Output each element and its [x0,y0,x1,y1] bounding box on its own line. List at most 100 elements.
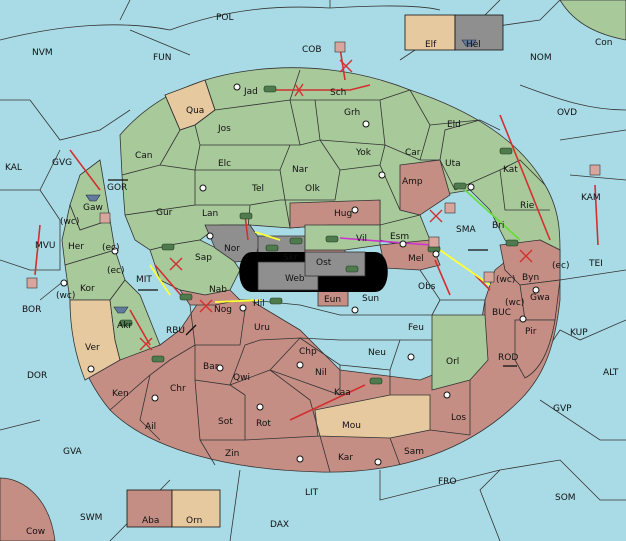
province-label[interactable]: Cow [26,527,45,537]
province-label[interactable]: Eld [447,120,461,130]
province-label[interactable]: Hug [334,209,352,219]
province-label[interactable]: Ost [316,258,332,268]
province-label[interactable]: Chp [299,347,317,357]
province-label[interactable]: Hil [253,299,265,309]
sea-label[interactable]: Con [595,38,613,48]
province-label[interactable]: Mou [342,421,361,431]
sea-label[interactable]: FUN [153,53,172,63]
tank-icon [179,293,193,301]
province-label[interactable]: Kaa [334,388,351,398]
province-sap-shape[interactable] [149,239,241,296]
sea-label[interactable]: OVD [557,108,577,118]
province-label[interactable]: Orl [446,357,459,367]
sea-label[interactable]: BUC [492,308,511,318]
province-label[interactable]: Rie [520,201,535,211]
sea-label[interactable]: SMA [456,225,476,235]
province-label[interactable]: Ail [145,422,156,432]
province-label[interactable]: Los [451,413,466,423]
province-label[interactable]: Gaw [83,203,103,213]
province-label[interactable]: Sam [404,447,424,457]
province-label[interactable]: Jos [217,124,231,134]
province-orl-shape[interactable] [431,314,489,391]
province-label[interactable]: Uru [254,323,270,333]
province-pir-shape[interactable] [514,319,556,379]
province-label[interactable]: Bri [492,221,504,231]
sea-label[interactable]: MVU [35,241,56,251]
province-label[interactable]: Eun [324,295,341,305]
sea-label[interactable]: ROD [498,353,518,363]
province-label[interactable]: Nar [292,165,308,175]
sea-label[interactable]: SWM [80,513,102,523]
province-label[interactable]: Obs [418,282,436,292]
units [119,85,519,385]
sea-label[interactable]: FRO [438,477,457,487]
sea-label[interactable]: DOR [27,371,47,381]
province-label[interactable]: Ken [112,389,129,399]
sea-label[interactable]: GVA [63,447,83,457]
province-label[interactable]: Nog [214,305,232,315]
province-label[interactable]: Zin [225,449,239,459]
province-label[interactable]: Gwa [530,293,550,303]
sea-label[interactable]: KUP [570,328,588,338]
province-label[interactable]: Feu [408,323,424,333]
province-label[interactable]: Nil [315,368,327,378]
province-label[interactable]: Bar [203,362,219,372]
province-label[interactable]: Ver [85,343,100,353]
province-label[interactable]: Her [68,242,84,252]
province-label[interactable]: Sch [330,88,346,98]
province-label[interactable]: Byn [522,273,539,283]
province-label[interactable]: Kat [503,165,518,175]
province-label[interactable]: Rot [256,419,271,429]
province-label[interactable]: Uta [445,159,461,169]
province-label[interactable]: Olk [305,184,321,194]
sea-label[interactable]: POL [216,13,234,23]
province-label[interactable]: Kar [338,453,353,463]
province-label[interactable]: Qua [186,106,204,116]
province-label[interactable]: Gur [156,208,173,218]
sea-label[interactable]: KAL [5,163,22,173]
province-label[interactable]: Can [135,151,153,161]
province-label[interactable]: Akr [117,321,132,331]
province-label[interactable]: Chr [170,384,186,394]
province-label[interactable]: Neu [368,348,386,358]
province-label[interactable]: Pir [525,327,537,337]
province-label[interactable]: Yok [355,148,372,158]
province-label[interactable]: Vil [356,234,367,244]
sea-label[interactable]: GVG [52,158,72,168]
province-label[interactable]: Qwi [233,373,250,383]
province-label[interactable]: Jad [243,87,258,97]
province-label[interactable]: Elc [218,159,231,169]
province-label[interactable]: Lan [202,209,218,219]
province-label[interactable]: Sap [195,253,212,263]
province-amp-shape[interactable] [399,159,451,216]
province-label[interactable]: Sun [362,294,379,304]
sea-label[interactable]: RBU [166,326,185,336]
province-label[interactable]: Grh [344,108,360,118]
province-label[interactable]: Nab [209,285,227,295]
province-label[interactable]: Skr [283,253,298,263]
province-label[interactable]: Kor [80,284,95,294]
province-label[interactable]: Web [285,274,305,284]
sea-label[interactable]: DAX [270,520,289,530]
sea-label[interactable]: MIT [136,275,152,285]
sea-label[interactable]: GOR [107,183,127,193]
province-label[interactable]: Car [405,148,421,158]
sea-label[interactable]: GVP [553,404,572,414]
ship-icon [113,306,129,314]
province-label[interactable]: Sot [218,417,233,427]
sea-label[interactable]: ALT [603,368,619,378]
sea-label[interactable]: TEI [588,259,603,269]
sea-label[interactable]: COB [302,45,322,55]
sea-label[interactable]: LIT [305,488,319,498]
province-label[interactable]: Esm [390,232,409,242]
sea-label[interactable]: SOM [555,493,576,503]
sea-label[interactable]: NVM [32,48,53,58]
province-label[interactable]: Mel [408,254,424,264]
sea-label[interactable]: NOM [530,53,552,63]
province-label[interactable]: Tel [251,184,264,194]
sea-label[interactable]: BOR [22,305,41,315]
province-label[interactable]: Amp [402,177,423,187]
province-label[interactable]: Nor [224,244,240,254]
sea-label[interactable]: KAM [581,193,601,203]
